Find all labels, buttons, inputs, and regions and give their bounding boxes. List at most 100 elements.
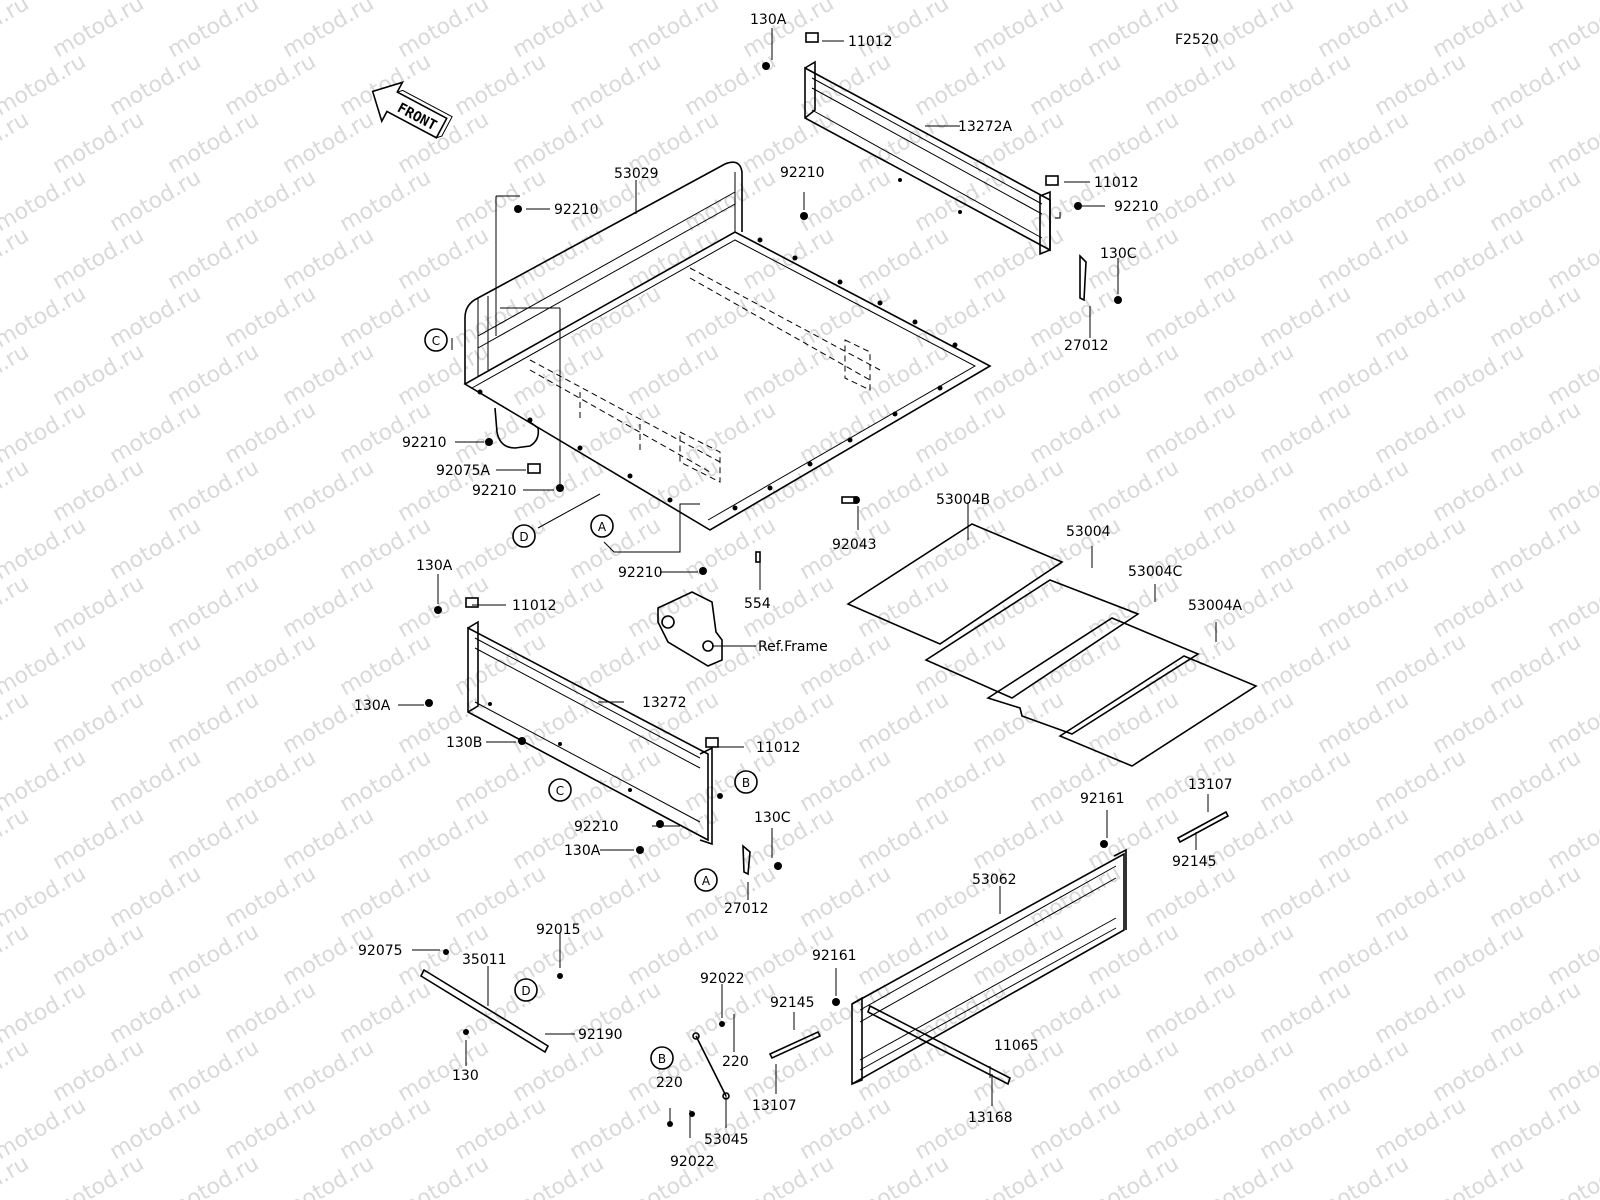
watermark-text: motod.ru [1371,281,1471,353]
watermark-text: motod.ru [1026,629,1126,701]
part-label-92190: 92190 [578,1027,623,1043]
watermark-text: motod.ru [1199,107,1299,179]
watermark-text: motod.ru [164,571,264,643]
watermark-text: motod.ru [796,49,896,121]
watermark-text: motod.ru [0,803,33,875]
watermark-text: motod.ru [1141,977,1241,1049]
mat-53004c [986,617,1200,735]
part-label-130c: 130C [1100,246,1137,262]
svg-text:A: A [702,874,711,888]
part-label-92075a: 92075A [436,463,491,479]
watermark-text: motod.ru [1371,397,1471,469]
watermark-text: motod.ru [796,861,896,933]
watermark-text: motod.ru [451,629,551,701]
watermark-text: motod.ru [1256,745,1356,817]
watermark-text: motod.ru [911,281,1011,353]
watermark-text: motod.ru [1199,339,1299,411]
svg-text:C: C [432,334,440,348]
part-label-92145: 92145 [1172,854,1217,870]
watermark-text: motod.ru [221,281,321,353]
watermark-text: motod.ru [279,571,379,643]
watermark-text: motod.ru [221,629,321,701]
watermark-text: motod.ru [336,513,436,585]
watermark-text: motod.ru [394,0,494,63]
watermark-text: motod.ru [681,513,781,585]
side-panel-13272 [467,620,751,876]
part-label-92210: 92210 [574,819,619,835]
watermark-text: motod.ru [1429,455,1529,527]
part-label-13168: 13168 [968,1110,1013,1126]
watermark-text: motod.ru [1429,339,1529,411]
watermark-text: motod.ru [739,1151,839,1200]
part-label-220: 220 [722,1054,749,1070]
watermark-text: motod.ru [394,1151,494,1200]
watermark-text: motod.ru [49,919,149,991]
watermark-text: motod.ru [279,1035,379,1107]
part-label-554: 554 [744,596,771,612]
watermark-text: motod.ru [0,0,33,63]
watermark-text: motod.ru [681,281,781,353]
watermark-text: motod.ru [1256,513,1356,585]
part-label-13107: 13107 [752,1098,797,1114]
watermark-text: motod.ru [106,977,206,1049]
svg-text:D: D [519,530,528,544]
part-label-27012: 27012 [724,901,769,917]
part-label-11065: 11065 [994,1038,1039,1054]
part-label-11012: 11012 [848,34,893,50]
watermark-text: motod.ru [336,745,436,817]
watermark-text: motod.ru [279,0,379,63]
watermark-text: motod.ru [0,455,33,527]
watermark-text: motod.ru [1371,513,1471,585]
watermark-text: motod.ru [0,571,33,643]
watermark-text: motod.ru [1429,571,1529,643]
watermark-text: motod.ru [739,223,839,295]
watermark-text: motod.ru [1199,919,1299,991]
watermark-text: motod.ru [164,919,264,991]
watermark-text: motod.ru [106,513,206,585]
part-label-92075: 92075 [358,943,403,959]
svg-text:B: B [658,1052,666,1066]
watermark-text: motod.ru [1486,281,1586,353]
reference-letter-b-cable: B [650,1046,674,1070]
watermark-text: motod.ru [969,687,1069,759]
watermark-text: motod.ru [164,223,264,295]
cable-53045 [692,810,1230,1100]
watermark-text: motod.ru [394,223,494,295]
watermark-text: motod.ru [1256,861,1356,933]
watermark-text: motod.ru [1486,513,1586,585]
watermark-text: motod.ru [279,223,379,295]
watermark-text: motod.ru [1256,49,1356,121]
part-label-53004c: 53004C [1128,564,1183,580]
watermark-text: motod.ru [49,687,149,759]
watermark-text: motod.ru [566,745,666,817]
part-label-130b: 130B [446,735,482,751]
watermark-text: motod.ru [451,745,551,817]
watermark-text: motod.ru [1371,629,1471,701]
watermark-text: motod.ru [1371,861,1471,933]
watermark-text: motod.ru [1314,1151,1414,1200]
watermark-text: motod.ru [1371,165,1471,237]
watermark-text: motod.ru [624,1035,724,1107]
part-label-92161: 92161 [812,948,857,964]
watermark-text: motod.ru [394,803,494,875]
watermark-text: motod.ru [1314,339,1414,411]
watermark-text: motod.ru [1141,49,1241,121]
watermark-text: motod.ru [336,165,436,237]
part-label-130a: 130A [354,698,391,714]
part-label-13272: 13272 [642,695,687,711]
tailgate-53062 [851,848,1127,1086]
watermark-text: motod.ru [911,1093,1011,1165]
part-label-92022: 92022 [670,1154,715,1170]
watermark-text: motod.ru [911,49,1011,121]
side-panel-13272a [804,60,1087,302]
watermark-text: motod.ru [1084,1151,1184,1200]
watermark-text: motod.ru [1429,687,1529,759]
watermark-text: motod.ru [1141,281,1241,353]
watermark-text: motod.ru [1256,397,1356,469]
watermark-text: motod.ru [0,687,33,759]
watermark-text: motod.ru [1084,803,1184,875]
mat-53004a [1058,655,1258,767]
watermark-text: motod.ru [221,513,321,585]
watermark-text: motod.ru [1314,0,1414,63]
watermark-text: motod.ru [1141,629,1241,701]
